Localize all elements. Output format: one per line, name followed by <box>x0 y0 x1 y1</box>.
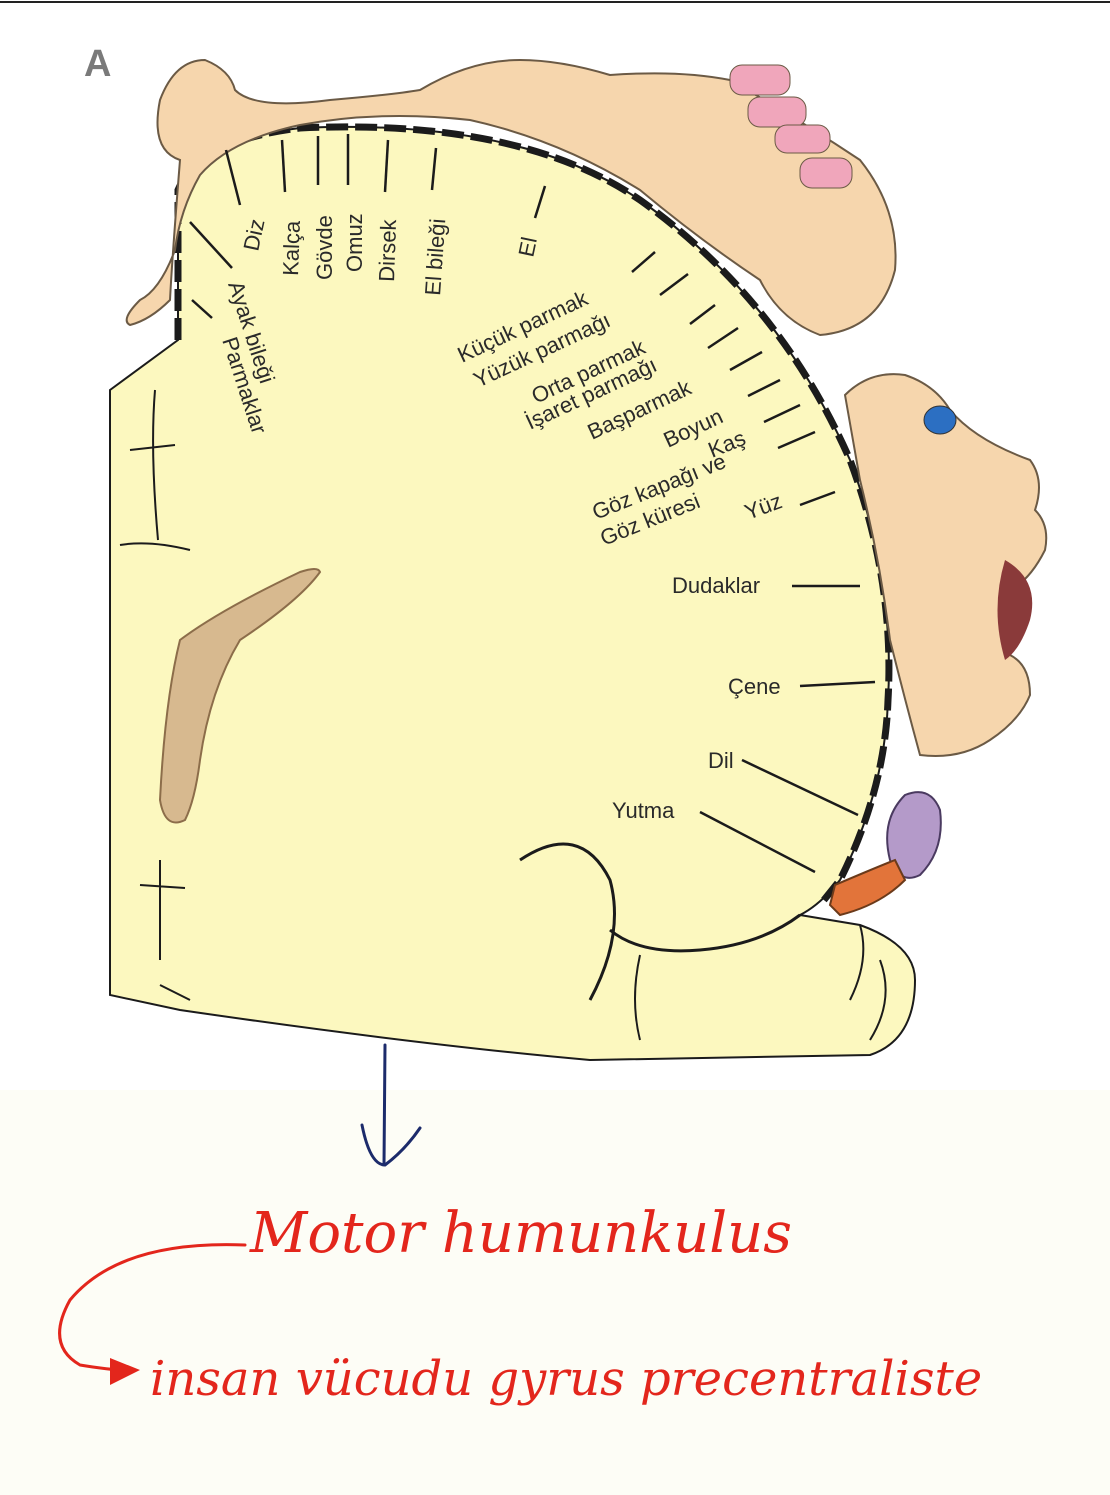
label-dirsek: Dirsek <box>374 218 401 282</box>
homunculus-body <box>125 58 1048 917</box>
tongue <box>886 791 942 879</box>
label-yutma: Yutma <box>612 798 675 823</box>
pharynx <box>828 858 907 917</box>
gray-matter-region <box>158 568 322 824</box>
annotation-title: Motor humunkulus <box>249 1201 792 1266</box>
label-dil: Dil <box>708 748 734 773</box>
sulcus-lines <box>519 842 801 1001</box>
label-cene: Çene <box>728 674 781 699</box>
annotation-note: insan vücudu gyrus precentraliste <box>150 1351 982 1407</box>
nail-4 <box>799 157 853 189</box>
label-dudaklar: Dudaklar <box>672 573 760 598</box>
brain-section <box>109 125 917 1062</box>
nail-2 <box>747 96 807 128</box>
label-el-bilegi: El bileǧi <box>420 218 450 297</box>
cortex-band <box>174 123 893 908</box>
label-omuz: Omuz <box>342 213 367 272</box>
leader-lines <box>189 134 876 874</box>
nail-3 <box>774 124 831 154</box>
label-govde: Gövde <box>312 215 337 280</box>
arm-hand-body <box>125 58 897 337</box>
eye-icon <box>923 405 957 435</box>
mouth <box>997 560 1033 660</box>
curved-arrow-line <box>58 1243 247 1372</box>
lobe-lines <box>634 924 887 1041</box>
inner-lines <box>119 389 191 1001</box>
down-arrow-icon <box>360 1043 422 1167</box>
nail-1 <box>729 64 791 96</box>
label-kalca: Kalça <box>278 220 305 277</box>
notes-paper <box>0 1090 1110 1495</box>
arrowhead-icon <box>110 1358 140 1385</box>
panel-letter: A <box>84 43 111 85</box>
handwritten-annotations: Motor humunkulus insan vücudu gyrus prec… <box>58 1043 982 1407</box>
